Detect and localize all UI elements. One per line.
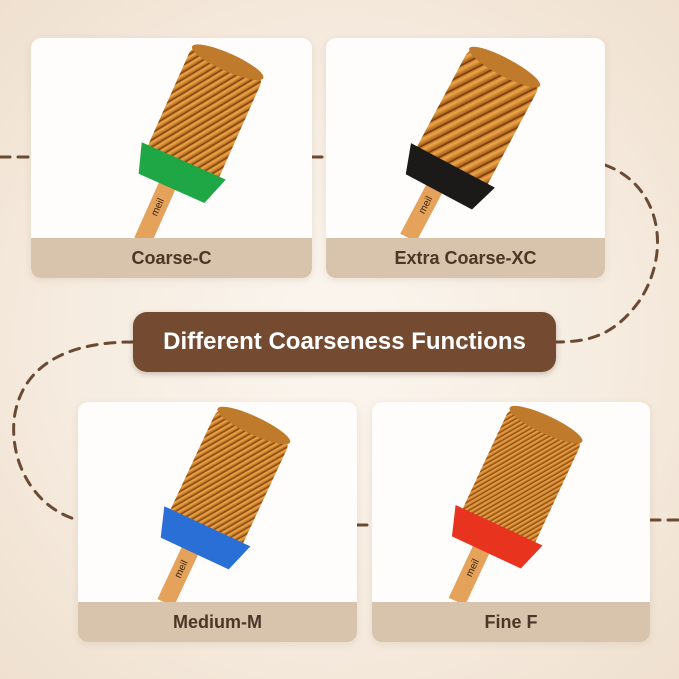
drill-bit-coarse-image: meil (134, 44, 264, 238)
medium-band (160, 506, 251, 570)
card-fine: meil Fine F (372, 402, 650, 642)
drill-bit-fine-image: meil (448, 405, 583, 602)
drill-bit-extra-coarse-image: meil (400, 46, 541, 238)
card-medium: meil Medium-M (78, 402, 357, 642)
drill-bit-medium-image: meil (157, 406, 291, 602)
card-label-coarse: Coarse-C (31, 238, 312, 278)
coarseness-banner: Different Coarseness Functions (133, 312, 556, 372)
card-label-fine: Fine F (372, 602, 650, 642)
dash-left-loop (12, 340, 135, 522)
extra-coarse-band (405, 143, 495, 210)
card-label-extra-coarse: Extra Coarse-XC (326, 238, 605, 278)
card-label-medium: Medium-M (78, 602, 357, 642)
fine-band (451, 504, 543, 569)
coarse-band (138, 142, 226, 203)
card-coarse: meil Coarse-C (31, 38, 312, 278)
card-extra-coarse: meil Extra Coarse-XC (326, 38, 605, 278)
dash-right-loop (554, 163, 659, 344)
